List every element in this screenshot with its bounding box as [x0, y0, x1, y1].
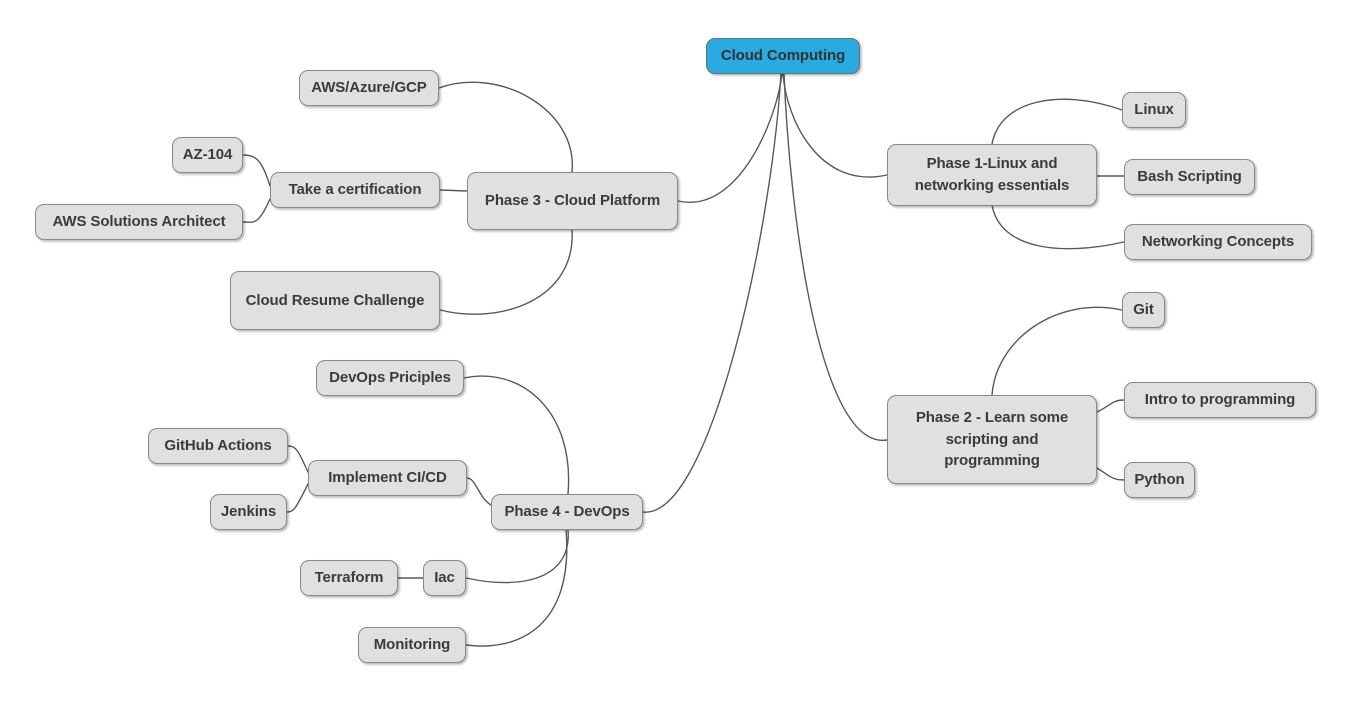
edge-phase3-providers	[438, 81, 573, 173]
node-label: AZ-104	[182, 146, 233, 164]
edge-phase1-networking	[991, 204, 1125, 250]
edge-phase2-python	[1096, 467, 1125, 481]
node-phase2-python[interactable]: Python	[1124, 462, 1195, 498]
node-label: Python	[1134, 471, 1185, 489]
node-phase3-az-104[interactable]: AZ-104	[172, 137, 243, 173]
node-label: Terraform	[314, 569, 384, 587]
edge-root-phase3	[677, 72, 783, 204]
node-phase4-implement-ci-cd[interactable]: Implement CI/CD	[308, 460, 467, 496]
node-phase1[interactable]: Phase 1-Linux and networking essentials	[887, 144, 1097, 206]
edge-root-phase1	[782, 72, 888, 178]
node-label: Phase 3 - Cloud Platform	[484, 192, 661, 210]
node-label: Jenkins	[220, 503, 277, 521]
node-phase4-devops-principles[interactable]: DevOps Priciples	[316, 360, 464, 396]
edge-phase3-cert	[439, 189, 468, 192]
node-phase1-networking-concepts[interactable]: Networking Concepts	[1124, 224, 1312, 260]
node-label: Linux	[1134, 101, 1174, 119]
edge-phase1-linux	[991, 98, 1123, 145]
node-label: Phase 2 - Learn some scripting and progr…	[915, 408, 1069, 470]
node-phase4-github-actions[interactable]: GitHub Actions	[148, 428, 288, 464]
node-label: DevOps Priciples	[329, 369, 451, 387]
node-label: Git	[1133, 301, 1154, 319]
node-phase1-linux[interactable]: Linux	[1122, 92, 1186, 128]
node-label: Bash Scripting	[1137, 168, 1242, 186]
node-label: Cloud Resume Challenge	[245, 291, 425, 309]
node-phase3-cloud-resume-challenge[interactable]: Cloud Resume Challenge	[230, 271, 440, 330]
node-phase4-jenkins[interactable]: Jenkins	[210, 494, 287, 530]
node-label: Monitoring	[373, 636, 451, 654]
edge-phase4-monitoring	[465, 529, 568, 647]
node-label: AWS/Azure/GCP	[311, 79, 427, 97]
node-phase4-monitoring[interactable]: Monitoring	[358, 627, 466, 663]
node-phase4[interactable]: Phase 4 - DevOps	[491, 494, 643, 530]
node-phase3-providers[interactable]: AWS/Azure/GCP	[299, 70, 439, 106]
node-label: Cloud Computing	[720, 47, 846, 65]
node-phase3-aws-solutions-architect[interactable]: AWS Solutions Architect	[35, 204, 243, 240]
node-phase3[interactable]: Phase 3 - Cloud Platform	[467, 172, 678, 230]
node-label: AWS Solutions Architect	[52, 213, 226, 231]
node-label: Intro to programming	[1144, 391, 1296, 409]
edge-cert-az104	[242, 154, 271, 187]
node-phase2[interactable]: Phase 2 - Learn some scripting and progr…	[887, 395, 1097, 484]
edge-phase2-git	[991, 306, 1123, 396]
edge-cert-awssa	[242, 198, 271, 223]
node-label: Iac	[434, 569, 455, 587]
edge-phase4-cicd	[466, 477, 492, 506]
node-phase4-iac[interactable]: Iac	[423, 560, 466, 596]
edge-phase3-resume	[439, 229, 573, 315]
node-phase1-bash-scripting[interactable]: Bash Scripting	[1124, 159, 1255, 195]
node-label: Phase 4 - DevOps	[504, 503, 630, 521]
node-label: Implement CI/CD	[328, 469, 447, 487]
node-phase4-terraform[interactable]: Terraform	[300, 560, 398, 596]
node-phase2-intro-to-programming[interactable]: Intro to programming	[1124, 382, 1316, 418]
node-label: Take a certification	[288, 181, 422, 199]
edge-phase4-iac	[465, 529, 569, 584]
node-phase3-take-a-certification[interactable]: Take a certification	[270, 172, 440, 208]
node-label: Networking Concepts	[1141, 233, 1295, 251]
node-label: GitHub Actions	[164, 437, 272, 455]
node-root[interactable]: Cloud Computing	[706, 38, 860, 74]
edge-cicd-jenkins	[286, 483, 309, 513]
edge-phase2-intro	[1096, 399, 1125, 413]
edge-cicd-gha	[287, 445, 309, 473]
edge-root-phase4	[642, 72, 782, 513]
node-label: Phase 1-Linux and networking essentials	[914, 155, 1070, 194]
node-phase2-git[interactable]: Git	[1122, 292, 1165, 328]
edge-root-phase2	[783, 72, 888, 441]
edge-phase4-principles	[463, 375, 570, 495]
